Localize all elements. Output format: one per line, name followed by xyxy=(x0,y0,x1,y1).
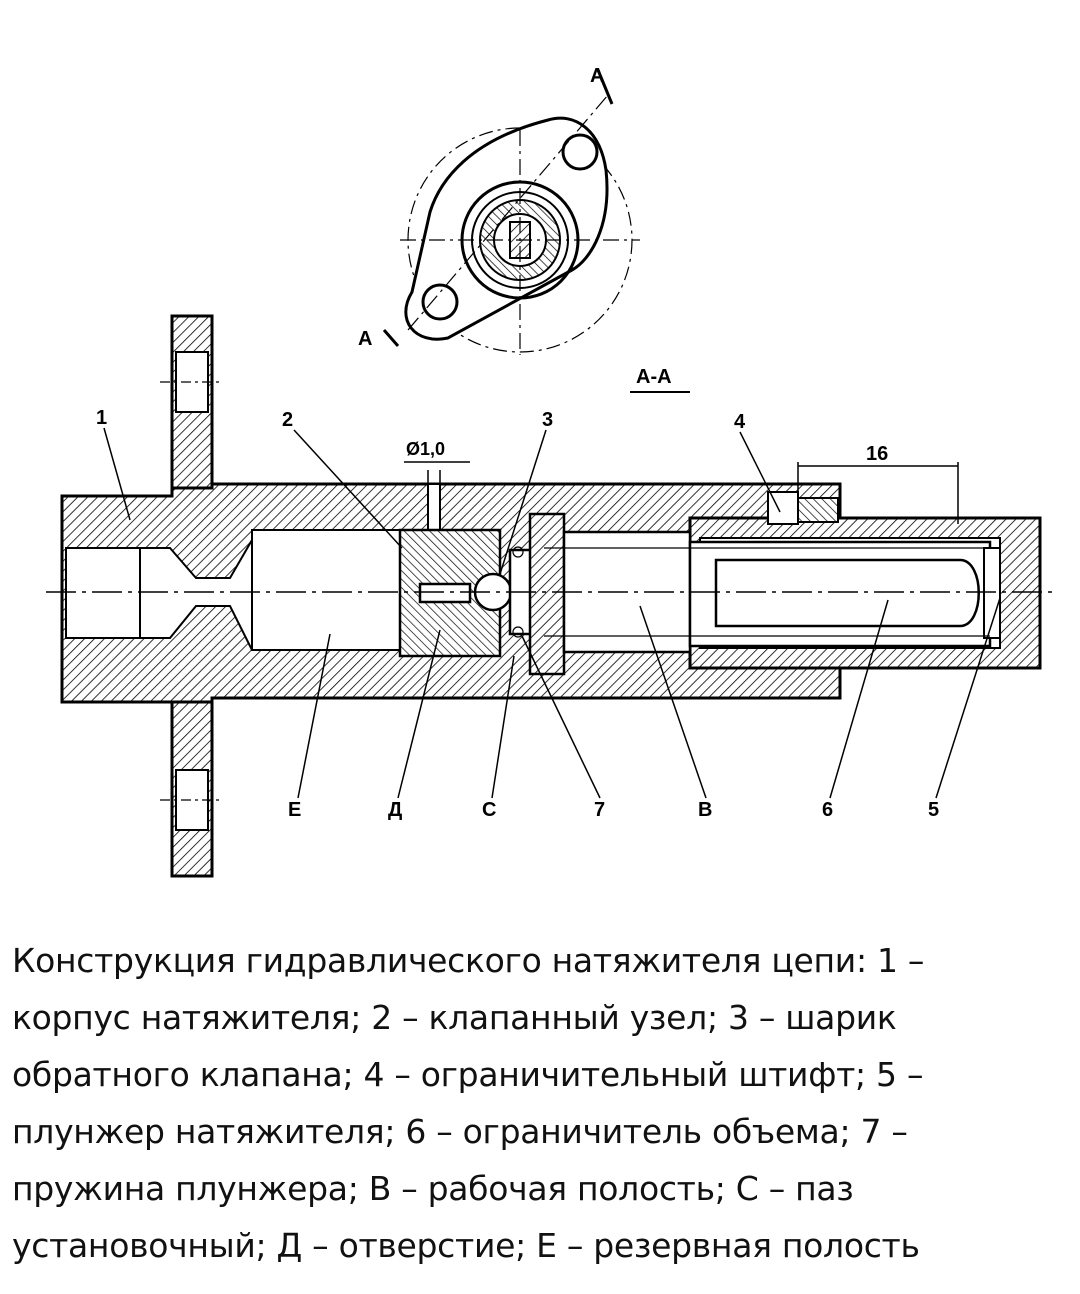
dimension-hole xyxy=(404,461,470,484)
plunger-spring xyxy=(512,546,990,638)
label-part-1: 1 xyxy=(96,407,107,429)
dimension-length xyxy=(797,462,959,524)
figure-caption: Конструкция гидравлического натяжителя ц… xyxy=(12,932,1072,1274)
caption-line: Конструкция гидравлического натяжителя ц… xyxy=(12,941,925,980)
leader-lines xyxy=(103,427,1001,799)
dimension-length-label: 16 xyxy=(866,443,888,465)
label-part-B: В xyxy=(698,799,712,821)
caption-line: корпус натяжителя; 2 – клапанный узел; 3… xyxy=(12,998,897,1037)
label-part-E: Е xyxy=(288,799,301,821)
label-part-3: 3 xyxy=(542,409,553,431)
caption-line: плунжер натяжителя; 6 – ограничитель объ… xyxy=(12,1112,908,1151)
flange-top-view xyxy=(382,69,640,355)
caption-line: установочный; Д – отверстие; Е – резервн… xyxy=(12,1226,920,1265)
label-part-6: 6 xyxy=(822,799,833,821)
section-mark-bottom: А xyxy=(358,328,372,350)
label-part-C: С xyxy=(482,799,496,821)
section-title: А-А xyxy=(636,366,672,388)
caption-line: обратного клапана; 4 – ограничительный ш… xyxy=(12,1055,924,1094)
label-part-D: Д xyxy=(388,799,402,821)
caption-line: пружина плунжера; В – рабочая полость; С… xyxy=(12,1169,854,1208)
tensioner-drawing: А А А-А xyxy=(46,65,1056,878)
label-part-5: 5 xyxy=(928,799,939,821)
label-part-2: 2 xyxy=(282,409,293,431)
section-mark-top: А xyxy=(590,65,604,87)
label-part-4: 4 xyxy=(734,411,746,433)
dimension-hole-label: Ø1,0 xyxy=(406,439,445,459)
valve-assembly xyxy=(398,512,566,676)
label-part-7: 7 xyxy=(594,799,605,821)
